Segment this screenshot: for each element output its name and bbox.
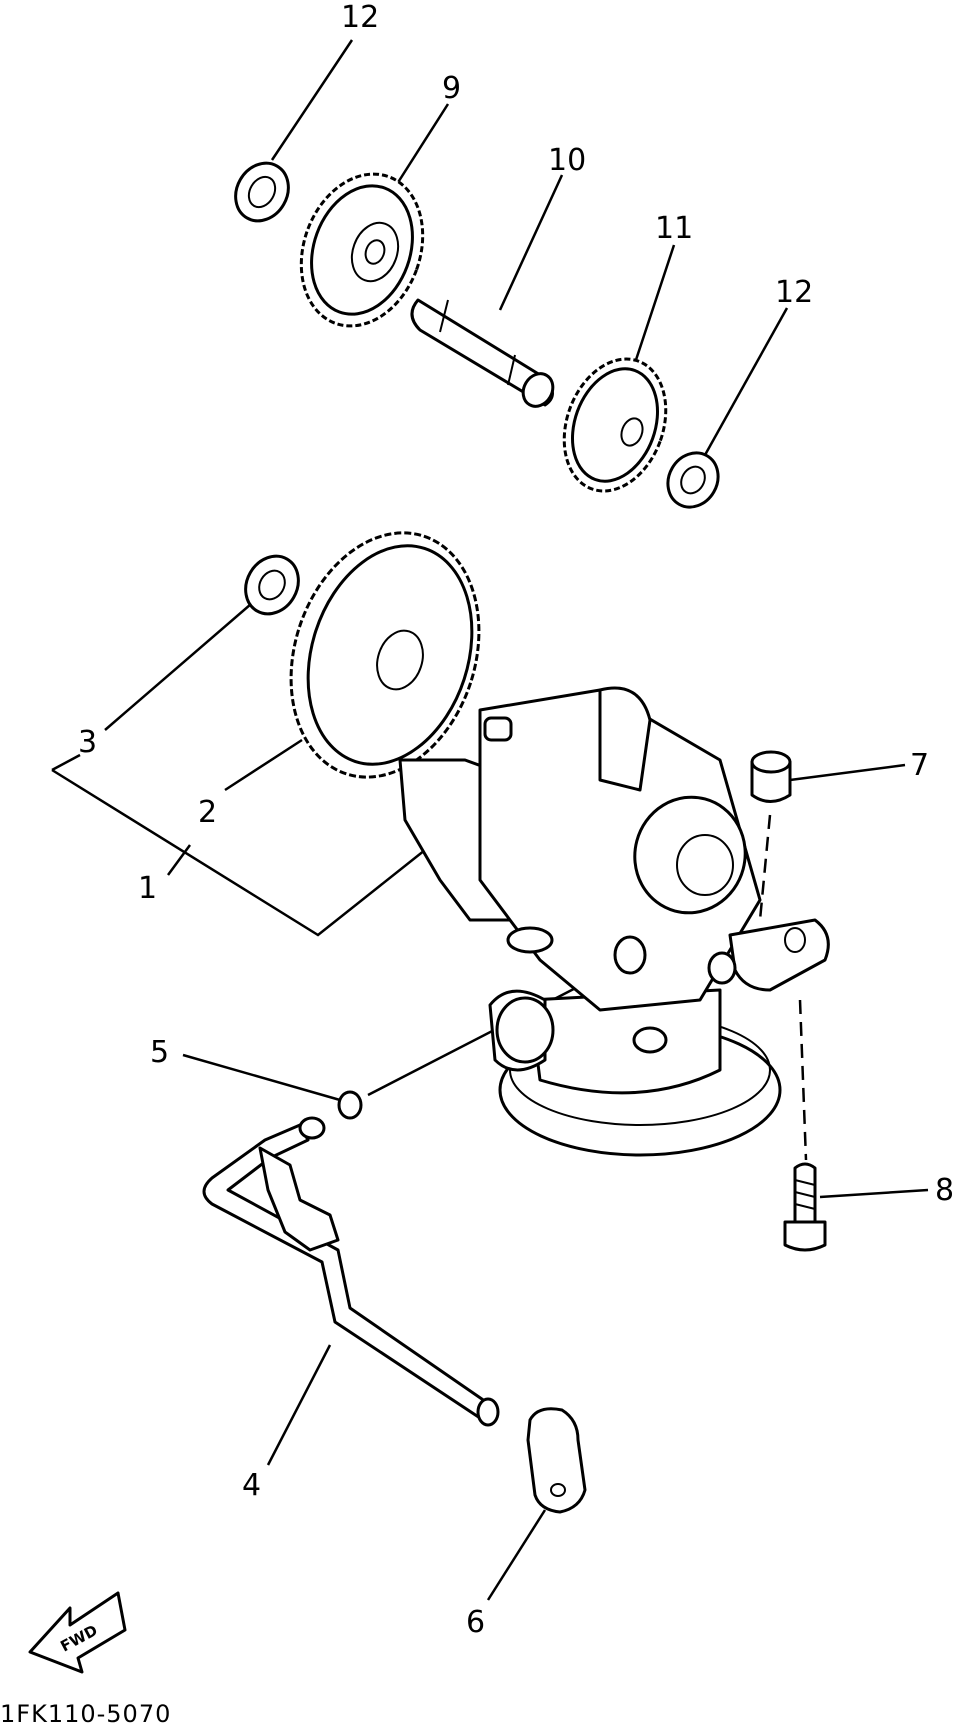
diagram-code: 1FK110-5070	[0, 1700, 171, 1728]
part-5-o-ring	[337, 1090, 363, 1120]
part-11-gear	[562, 357, 668, 493]
callout-8: 8	[935, 1173, 954, 1208]
callout-4: 4	[242, 1468, 261, 1503]
callout-12-top: 12	[341, 0, 379, 35]
part-12-circlip-top	[234, 161, 290, 223]
part-9-gear	[299, 172, 425, 328]
part-1-oil-pump-assembly	[398, 686, 830, 1157]
callout-11: 11	[655, 211, 693, 246]
fwd-arrow-icon: FWD	[28, 1591, 127, 1674]
part-2-large-gear	[289, 531, 481, 779]
part-6-plate	[526, 1407, 587, 1514]
callout-12-right: 12	[775, 275, 813, 310]
callout-2: 2	[198, 795, 217, 830]
callout-labels: 12 9 10 11 12 3 2 1 7 5 8 4 6	[78, 0, 954, 1640]
part-10-shaft	[410, 298, 555, 408]
part-4-oil-delivery-pipe	[202, 1116, 500, 1427]
callout-6: 6	[466, 1605, 485, 1640]
callout-5: 5	[150, 1035, 169, 1070]
callout-3: 3	[78, 725, 97, 760]
callout-1: 1	[138, 871, 157, 906]
part-12-circlip-bottom	[666, 451, 720, 509]
callout-10: 10	[548, 143, 586, 178]
callout-7: 7	[910, 748, 929, 783]
part-3-washer	[244, 554, 300, 616]
part-7-dowel	[750, 750, 792, 803]
callout-9: 9	[442, 71, 461, 106]
part-8-bolt	[783, 1162, 827, 1252]
